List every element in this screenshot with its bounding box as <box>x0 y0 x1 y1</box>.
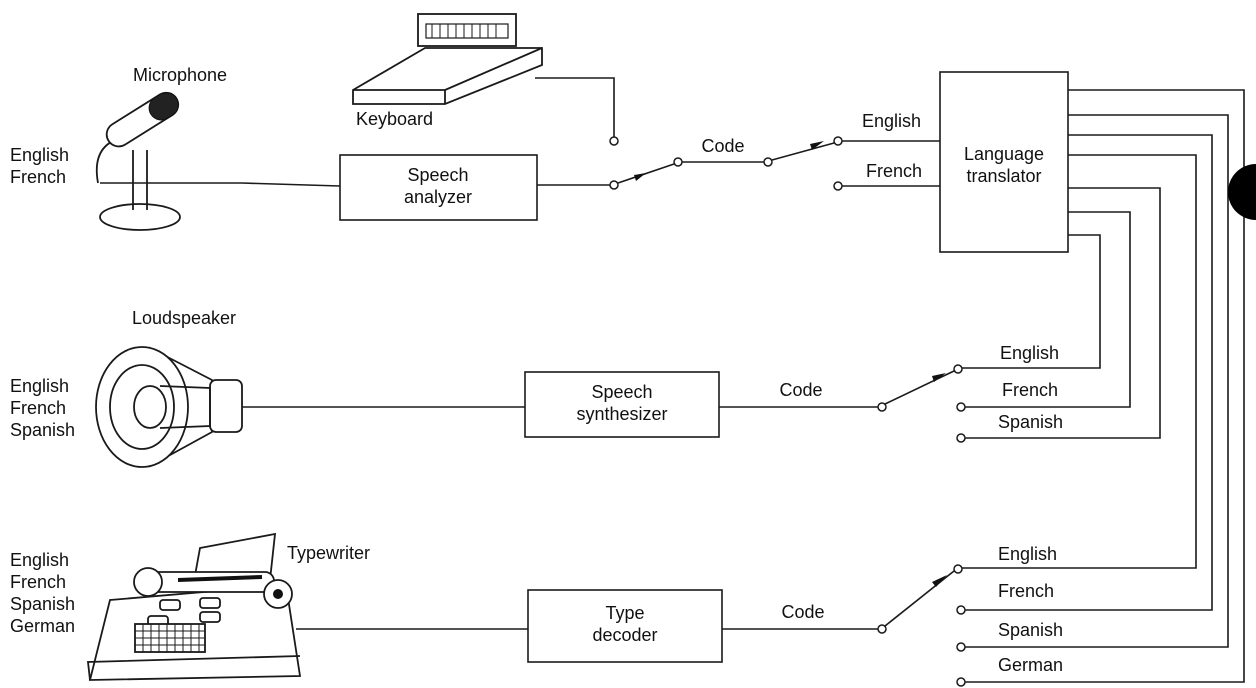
decoder-spanish-terminal <box>956 642 966 652</box>
synth-select-switch-arm <box>884 370 955 405</box>
typewriter-icon <box>86 532 302 681</box>
typewriter-language-spanish: Spanish <box>10 594 75 614</box>
decoder-select-terminal <box>877 624 887 634</box>
code-terminal-left <box>673 157 683 167</box>
microphone-language-english: English <box>10 145 69 165</box>
typewriter-language-french: French <box>10 572 66 592</box>
code-label-middle: Code <box>779 380 822 400</box>
speech-synthesizer-block <box>524 371 720 438</box>
bus-french-typewriter <box>965 134 1213 611</box>
loudspeaker-language-english: English <box>10 376 69 396</box>
translator-english-terminal <box>833 136 843 146</box>
synth-select-terminal <box>877 402 887 412</box>
synth-output-spanish-label: Spanish <box>998 412 1063 432</box>
input-select-switch-arm <box>617 163 675 184</box>
loudspeaker-language-spanish: Spanish <box>10 420 75 440</box>
decoder-french-terminal <box>956 605 966 615</box>
type-decoder-block <box>527 589 723 663</box>
bus-english-speaker <box>958 234 1101 369</box>
speech-synthesizer-label-line1: Speech <box>591 382 652 402</box>
bus-french-speaker <box>965 211 1131 408</box>
speech-analyzer-label-line1: Speech <box>407 165 468 185</box>
translator-input-french-label: French <box>866 161 922 181</box>
language-translator-label-line2: translator <box>966 166 1041 186</box>
language-translator-block <box>939 71 1069 253</box>
speech-analyzer-label-line2: analyzer <box>404 187 472 207</box>
decoder-select-switch-arm <box>884 570 955 627</box>
synth-output-french-label: French <box>1002 380 1058 400</box>
input-select-switch-arrow <box>634 173 646 181</box>
decoder-select-switch-arrow <box>932 575 947 587</box>
synth-output-english-label: English <box>1000 343 1059 363</box>
microphone-language-french: French <box>10 167 66 187</box>
typewriter-language-german: German <box>10 616 75 636</box>
decoder-output-french-label: French <box>998 581 1054 601</box>
output-select-switch-arrow <box>810 141 824 150</box>
decoder-output-english-label: English <box>998 544 1057 564</box>
language-translator-label-line1: Language <box>964 144 1044 164</box>
speech-analyzer-block <box>339 154 538 221</box>
decoder-english-terminal <box>953 564 963 574</box>
synth-english-terminal <box>953 364 963 374</box>
loudspeaker-label: Loudspeaker <box>132 308 236 328</box>
keyboard-terminal <box>609 136 619 146</box>
keyboard-label: Keyboard <box>356 109 433 129</box>
speech-synthesizer-label-line2: synthesizer <box>576 404 667 424</box>
bus-german-typewriter <box>965 89 1245 683</box>
type-decoder-label-line2: decoder <box>592 625 657 645</box>
translator-french-terminal <box>833 181 843 191</box>
code-terminal-right <box>763 157 773 167</box>
bus-english-typewriter <box>958 154 1197 569</box>
decoder-german-terminal <box>956 677 966 687</box>
bus-spanish-speaker <box>965 187 1161 439</box>
synth-spanish-terminal <box>956 433 966 443</box>
microphone-icon <box>95 91 181 231</box>
microphone-cable <box>100 182 341 187</box>
microphone-label: Microphone <box>133 65 227 85</box>
binding-hole-mark <box>1228 164 1256 220</box>
decoder-output-german-label: German <box>998 655 1063 675</box>
input-select-terminal <box>609 180 619 190</box>
loudspeaker-icon <box>95 346 243 468</box>
bus-spanish-typewriter <box>965 114 1229 648</box>
code-label-bottom: Code <box>781 602 824 622</box>
code-label-top: Code <box>701 136 744 156</box>
decoder-output-spanish-label: Spanish <box>998 620 1063 640</box>
keyboard-cable <box>535 77 615 137</box>
output-select-switch-arm <box>771 142 835 161</box>
translator-input-english-label: English <box>862 111 921 131</box>
loudspeaker-language-french: French <box>10 398 66 418</box>
typewriter-label: Typewriter <box>287 543 370 563</box>
keyboard-icon <box>352 13 543 105</box>
typewriter-language-english: English <box>10 550 69 570</box>
type-decoder-label-line1: Type <box>605 603 644 623</box>
synth-select-switch-arrow <box>932 373 946 382</box>
synth-french-terminal <box>956 402 966 412</box>
